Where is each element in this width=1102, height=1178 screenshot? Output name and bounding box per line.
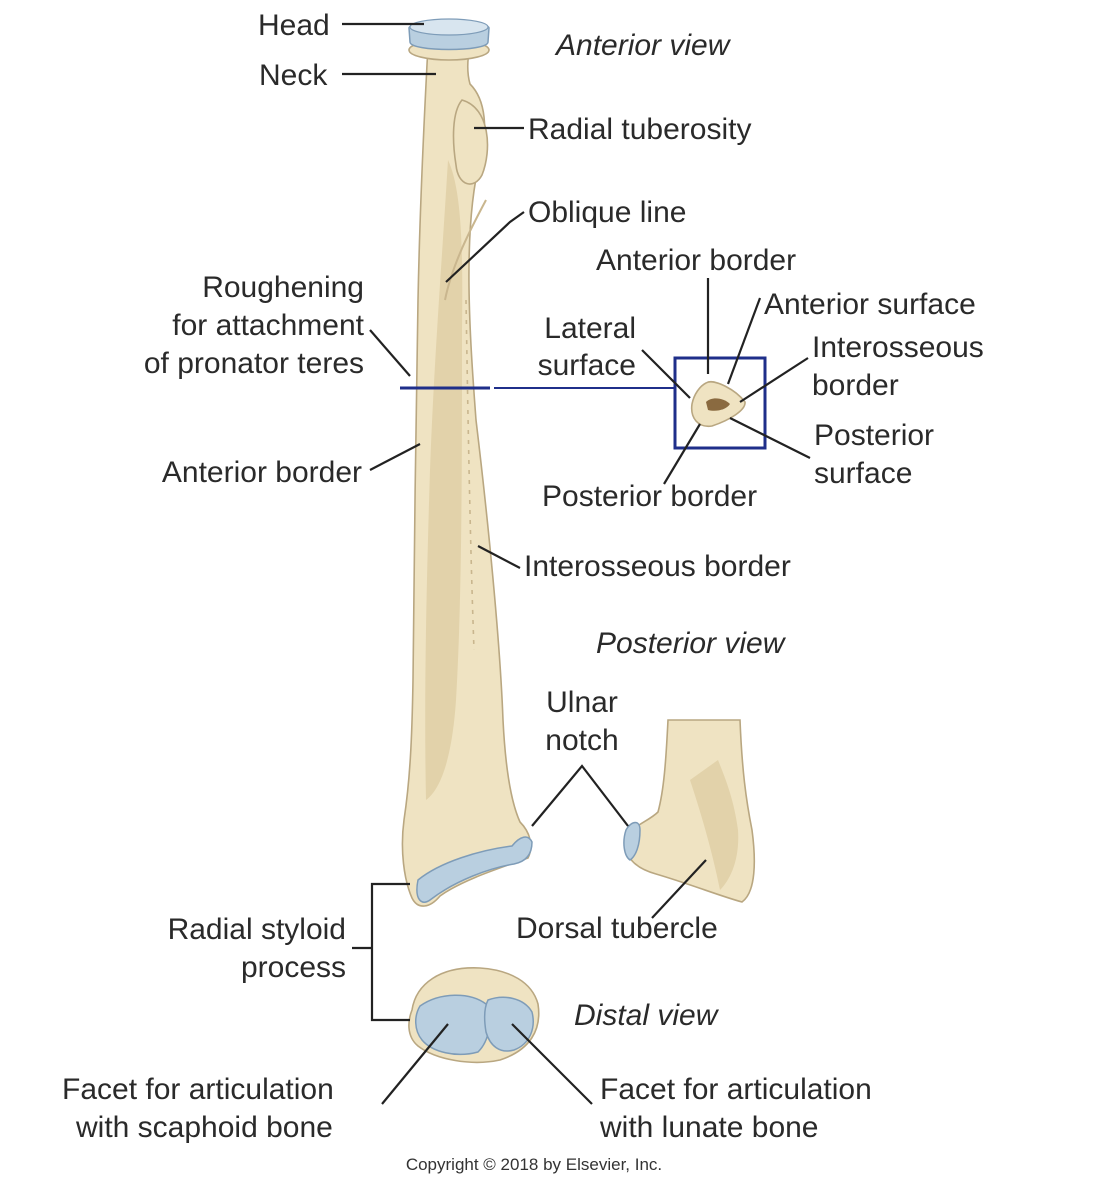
label-section-lateral-surface-2: surface — [538, 349, 636, 382]
label-facet-lunate-1: Facet for articulation — [600, 1073, 872, 1106]
label-anterior-border-shaft: Anterior border — [162, 456, 362, 489]
label-interosseous-border-shaft: Interosseous border — [524, 550, 791, 583]
leader-lines — [342, 22, 811, 1105]
label-ulnar-notch-1: Ulnar — [546, 686, 618, 719]
label-section-posterior-surface-1: Posterior — [814, 419, 934, 452]
label-head: Head — [258, 9, 330, 42]
label-roughening-2: for attachment — [172, 309, 364, 342]
label-section-posterior-surface-2: surface — [814, 457, 912, 490]
label-facet-lunate-2: with lunate bone — [599, 1111, 819, 1144]
label-roughening-3: of pronator teres — [144, 347, 364, 380]
label-radial-tuberosity: Radial tuberosity — [528, 113, 751, 146]
label-facet-scaphoid-1: Facet for articulation — [62, 1073, 334, 1106]
label-oblique-line: Oblique line — [528, 196, 686, 229]
label-section-lateral-surface-1: Lateral — [544, 312, 636, 345]
label-section-anterior-border: Anterior border — [596, 244, 796, 277]
label-radial-styloid-1: Radial styloid — [168, 913, 346, 946]
label-radial-styloid-2: process — [241, 951, 346, 984]
radius-anterior-bone — [401, 18, 533, 907]
copyright-notice: Copyright © 2018 by Elsevier, Inc. — [406, 1155, 662, 1174]
label-ulnar-notch-2: notch — [545, 724, 618, 757]
label-facet-scaphoid-2: with scaphoid bone — [75, 1111, 333, 1144]
label-section-posterior-border: Posterior border — [542, 480, 757, 513]
label-section-anterior-surface: Anterior surface — [764, 288, 976, 321]
label-neck: Neck — [259, 59, 328, 92]
distal-view-title: Distal view — [574, 999, 720, 1032]
cross-section-inset — [673, 356, 767, 450]
label-dorsal-tubercle: Dorsal tubercle — [516, 912, 718, 945]
radius-posterior-bone — [623, 719, 756, 903]
posterior-view-title: Posterior view — [596, 627, 787, 660]
label-section-interosseous-border-1: Interosseous — [812, 331, 984, 364]
label-roughening-1: Roughening — [202, 271, 364, 304]
anterior-view-title: Anterior view — [554, 29, 732, 62]
label-section-interosseous-border-2: border — [812, 369, 899, 402]
